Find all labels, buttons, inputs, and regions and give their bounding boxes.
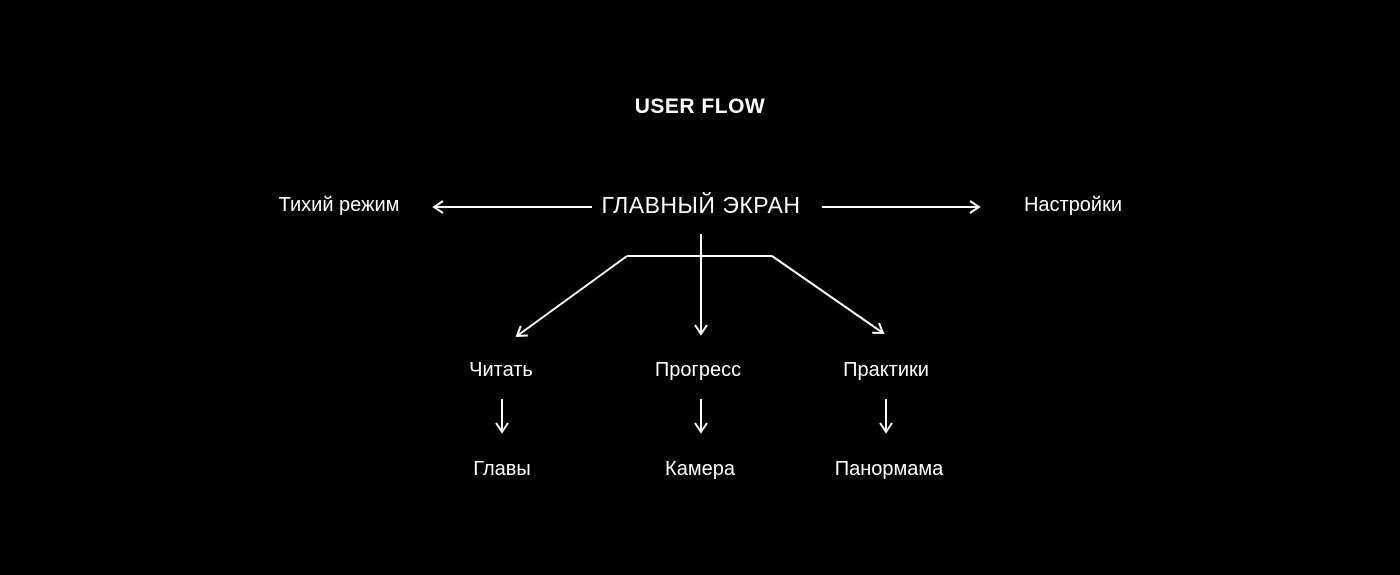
node-chapters: Главы <box>473 458 531 480</box>
node-panorama: Панормама <box>834 458 944 480</box>
node-progress: Прогресс <box>654 359 742 381</box>
node-settings: Настройки <box>1023 194 1123 216</box>
diagram-title: USER FLOW <box>634 95 766 118</box>
node-main-screen: ГЛАВНЫЙ ЭКРАН <box>601 192 801 218</box>
arrow-main-to-read <box>515 255 628 338</box>
node-quiet-mode: Тихий режим <box>278 194 400 216</box>
node-read: Читать <box>469 359 533 381</box>
node-camera: Камера <box>665 458 735 480</box>
arrow-main-to-practices <box>771 255 885 335</box>
node-practices: Практики <box>843 359 929 381</box>
